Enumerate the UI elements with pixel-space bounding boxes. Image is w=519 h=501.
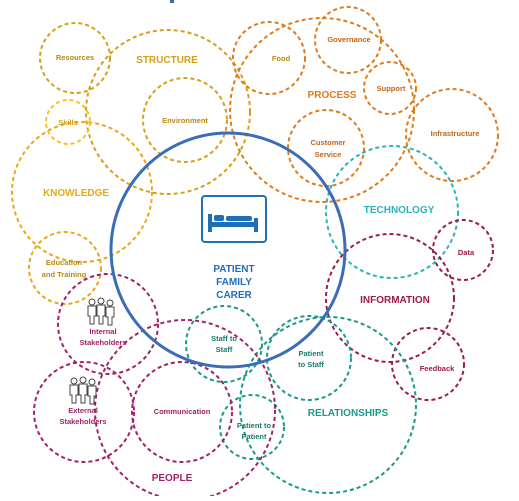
internal-stakeholders-label-line1: Internal (89, 327, 116, 336)
process-circle (229, 17, 415, 203)
knowledge-group (11, 99, 153, 305)
data-label: Data (458, 248, 475, 257)
top-edge-mark (170, 0, 174, 3)
data-circle (432, 219, 494, 281)
environment-circle (142, 77, 228, 163)
skills-label: Skills (58, 118, 78, 127)
communication-circle (131, 361, 233, 463)
governance-circle (314, 6, 382, 74)
governance-label: Governance (327, 35, 370, 44)
support-label: Support (377, 84, 406, 93)
center-label-line2: FAMILY (216, 277, 252, 288)
relationships-circle (239, 316, 417, 494)
internal-stakeholders-label-line2: Stakeholders (79, 338, 126, 347)
staff-to-staff-label-line1: Staff to (211, 334, 237, 343)
center-label-line1: PATIENT (213, 264, 254, 275)
education-label-line2: and Training (42, 270, 87, 279)
infrastructure-label: Infrastructure (431, 129, 480, 138)
feedback-label: Feedback (420, 364, 455, 373)
customer-service-label-line1: Customer (310, 138, 345, 147)
resources-circle (39, 22, 111, 94)
structure-group (39, 21, 306, 195)
infrastructure-circle (405, 88, 499, 182)
external-stakeholders-circle (33, 361, 135, 463)
process-heading: PROCESS (308, 90, 357, 101)
technology-heading: TECHNOLOGY (364, 205, 435, 216)
patient-to-staff-label-line2: to Staff (298, 360, 324, 369)
environment-label: Environment (162, 116, 208, 125)
food-label: Food (272, 54, 291, 63)
support-circle (363, 61, 417, 115)
technology-circle (325, 145, 459, 279)
internal-stakeholders-circle (57, 273, 159, 375)
resources-label: Resources (56, 53, 94, 62)
communication-label: Communication (154, 407, 211, 416)
information-heading: INFORMATION (360, 295, 430, 306)
structure-heading: STRUCTURE (136, 55, 198, 66)
external-stakeholders-label-line2: Stakeholders (59, 417, 106, 426)
external-stakeholders-label-line1: External (68, 406, 98, 415)
technology-group (325, 145, 459, 279)
patient-to-patient-circle (219, 394, 285, 460)
staff-to-staff-label-line2: Staff (216, 345, 233, 354)
center-label-line3: CARER (216, 290, 252, 301)
information-circle (325, 233, 455, 363)
staff-to-staff-circle (185, 305, 263, 383)
customer-service-circle (287, 109, 365, 187)
people-group-icon (69, 376, 97, 405)
feedback-circle (391, 327, 465, 401)
education-label-line1: Education (46, 258, 83, 267)
education-circle (28, 231, 102, 305)
patient-to-staff-circle (266, 315, 352, 401)
relationships-heading: RELATIONSHIPS (308, 408, 389, 419)
knowledge-heading: KNOWLEDGE (43, 188, 109, 199)
hospital-bed-icon (201, 195, 267, 243)
people-heading: PEOPLE (152, 473, 193, 484)
people-group-icon (87, 297, 115, 326)
structure-circle (85, 29, 251, 195)
patient-to-staff-label-line1: Patient (298, 349, 324, 358)
relationships-group (185, 305, 417, 494)
patient-to-patient-label-line1: Patient to (237, 421, 272, 430)
information-group (325, 219, 494, 401)
food-circle (232, 21, 306, 95)
patient-to-patient-label-line2: Patient (241, 432, 267, 441)
knowledge-circle (11, 121, 153, 263)
skills-circle (45, 99, 91, 145)
customer-service-label-line2: Service (315, 150, 342, 159)
center-circle (109, 131, 347, 369)
